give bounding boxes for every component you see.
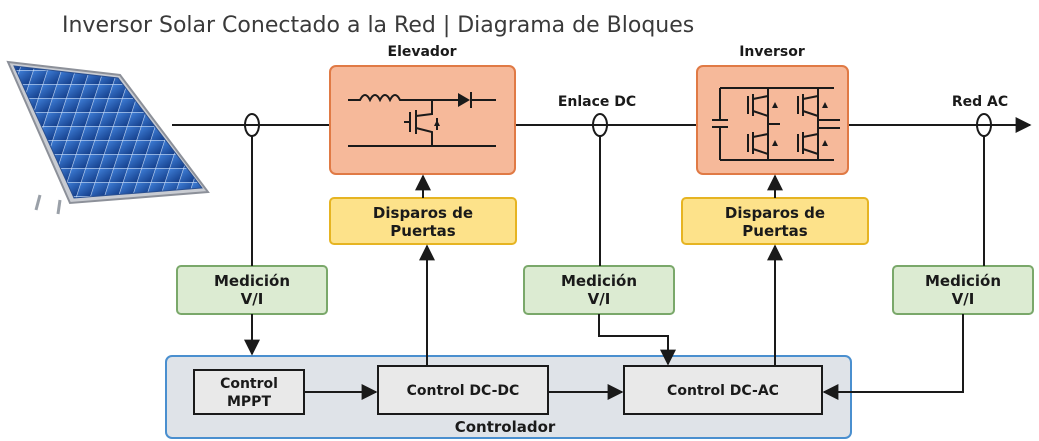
boost-converter-block — [329, 65, 516, 175]
control-dcdc-label: Control DC-DC — [407, 383, 520, 399]
measurement-pv-line1: Medición — [214, 272, 290, 290]
control-mppt-block — [193, 369, 305, 415]
boost-circuit-icon — [348, 92, 496, 147]
control-dcac-label: Control DC-AC — [667, 383, 779, 399]
inverter-circuit-icon — [712, 87, 840, 161]
inversor-label: Inversor — [739, 44, 805, 60]
measurement-ac-line1: Medición — [925, 272, 1001, 290]
diagram-title: Inversor Solar Conectado a la Red | Diag… — [62, 13, 694, 38]
control-mppt-line2: MPPT — [227, 394, 271, 410]
measurement-dc-line1: Medición — [561, 272, 637, 290]
gate-driver-2-line1: Disparos de — [725, 204, 825, 222]
control-dcac-block — [623, 365, 823, 415]
gate-driver-1-line1: Disparos de — [373, 204, 473, 222]
elevador-label: Elevador — [388, 44, 457, 60]
arrow-measure-ac-to-dcac — [822, 314, 964, 400]
measurement-dc-line2: V/I — [588, 290, 611, 308]
gate-driver-1-line2: Puertas — [390, 222, 456, 240]
gate-driver-2-line2: Puertas — [742, 222, 808, 240]
solar-panel-icon — [6, 60, 210, 215]
inverter-block — [696, 65, 849, 175]
dc-link-label: Enlace DC — [558, 94, 636, 110]
controller-label: Controlador — [455, 418, 556, 436]
measurement-ac-line2: V/I — [952, 290, 975, 308]
control-mppt-line1: Control — [220, 376, 278, 392]
control-dcdc-block — [377, 365, 549, 415]
measurement-pv-line2: V/I — [241, 290, 264, 308]
arrow-measure-dc-to-dcac — [598, 314, 676, 366]
ac-grid-label: Red AC — [952, 94, 1008, 110]
